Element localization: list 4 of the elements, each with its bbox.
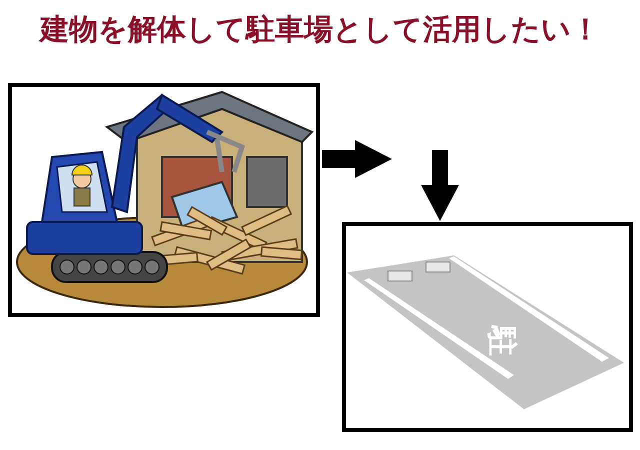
- arrow: [322, 140, 459, 221]
- pavement-marking: 駐: [486, 326, 516, 356]
- picture-frame: [342, 222, 633, 432]
- title: 建物を解体して駐車場として活用したい！: [38, 11, 601, 48]
